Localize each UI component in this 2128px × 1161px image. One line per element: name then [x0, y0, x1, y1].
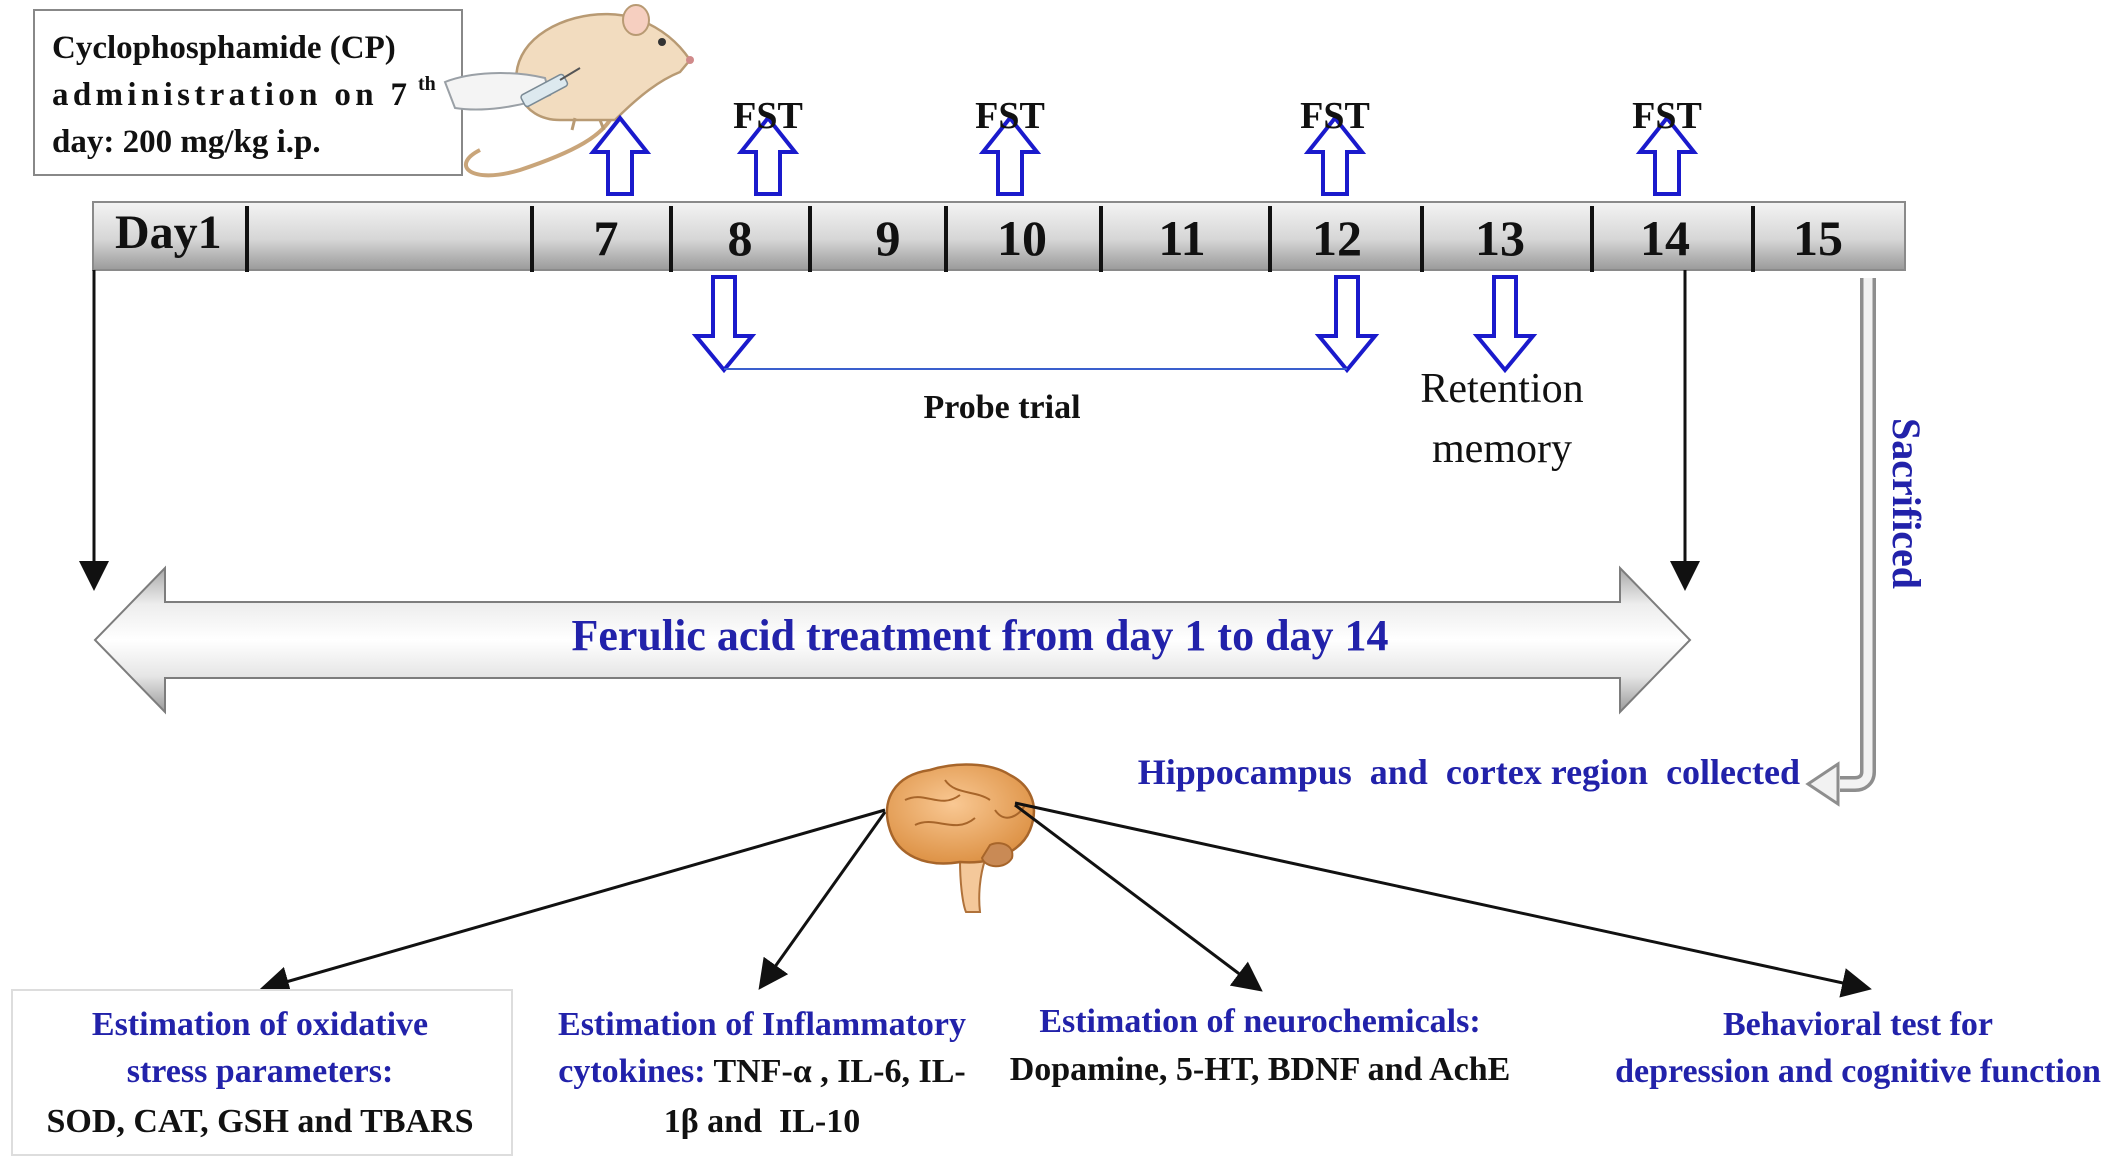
cp-box-line2-superscript: th	[418, 73, 436, 95]
day-label: 12	[1312, 210, 1362, 266]
cp-box-line2: administration on 7	[52, 77, 407, 113]
timeline-bar: Day1 7 8 9 10 11 12 13 14 15	[92, 201, 1906, 272]
down-arrow	[1314, 275, 1380, 374]
sacrificed-arrow	[1805, 278, 1876, 807]
treatment-label: Ferulic acid treatment from day 1 to day…	[571, 611, 1388, 660]
up-arrow	[1635, 114, 1699, 196]
timeline-start-label: Day1	[115, 206, 222, 259]
down-arrow	[1472, 275, 1538, 374]
up-arrow	[978, 114, 1042, 196]
collected-label: Hippocampus and cortex region collected	[1138, 752, 1800, 792]
day-label: 15	[1793, 210, 1843, 266]
arrow-to-behavioral	[1014, 801, 1872, 998]
probe-trial-markers: Probe trial	[691, 275, 1538, 426]
day-label: 8	[728, 210, 753, 266]
cp-administration-box: Cyclophosphamide (CP) administration on …	[33, 9, 463, 176]
fst-label: FST	[975, 95, 1045, 137]
up-arrow	[736, 114, 800, 196]
fst-markers: FST FST FST FST	[588, 95, 1702, 196]
treatment-arrow: Ferulic acid treatment from day 1 to day…	[93, 565, 1692, 715]
day-label: 7	[594, 210, 619, 266]
behavioral-line1: Behavioral test for	[1723, 1006, 1993, 1043]
outcome-inflammatory: Estimation of Inflammatory cytokines: TN…	[558, 1006, 966, 1140]
sacrificed-label: Sacrificed	[1884, 418, 1929, 589]
probe-trial-label: Probe trial	[923, 389, 1080, 426]
day-label: 14	[1640, 210, 1690, 266]
inflammatory-line2: cytokines: TNF-α , IL-6, IL-	[558, 1053, 965, 1090]
outcome-neurochemicals: Estimation of neurochemicals: Dopamine, …	[1010, 1003, 1511, 1088]
arrow-to-inflammatory	[758, 811, 887, 990]
inflammatory-line1: Estimation of Inflammatory	[558, 1006, 966, 1043]
up-arrow	[588, 114, 652, 196]
fst-label: FST	[1632, 95, 1702, 137]
retention-line1: Retention	[1420, 366, 1583, 412]
oxidative-line1: Estimation of oxidative	[92, 1006, 428, 1043]
down-arrow	[691, 275, 757, 374]
oxidative-line2: stress parameters:	[127, 1053, 394, 1090]
retention-memory-label: Retention memory	[1420, 366, 1583, 472]
day-label: 10	[997, 210, 1047, 266]
outcome-arrows	[259, 801, 1872, 998]
day-label: 13	[1475, 210, 1525, 266]
retention-line2: memory	[1432, 426, 1572, 472]
neuro-line2: Dopamine, 5-HT, BDNF and AchE	[1010, 1051, 1511, 1088]
up-arrow	[1303, 114, 1367, 196]
fst-label: FST	[733, 95, 803, 137]
cp-box-line1: Cyclophosphamide (CP)	[52, 30, 396, 66]
inflammatory-line2-prefix: cytokines:	[558, 1053, 705, 1090]
arrow-to-neurochemicals	[1014, 803, 1263, 992]
neuro-line1: Estimation of neurochemicals:	[1039, 1003, 1480, 1040]
outcome-oxidative: Estimation of oxidative stress parameter…	[11, 989, 513, 1156]
day-label: 9	[876, 210, 901, 266]
inflammatory-line2-suffix: TNF-α , IL-6, IL-	[706, 1053, 966, 1090]
cp-box-line3: day: 200 mg/kg i.p.	[52, 124, 321, 160]
syringe-icon	[443, 67, 581, 111]
oxidative-line3: SOD, CAT, GSH and TBARS	[46, 1103, 473, 1140]
fst-label: FST	[1300, 95, 1370, 137]
inflammatory-line3: 1β and IL-10	[664, 1103, 860, 1140]
outcome-behavioral: Behavioral test for depression and cogni…	[1615, 1006, 2101, 1090]
day-label: 11	[1158, 210, 1205, 266]
arrow-to-oxidative	[259, 808, 886, 996]
behavioral-line2: depression and cognitive function	[1615, 1053, 2101, 1090]
brain-icon	[885, 763, 1036, 913]
